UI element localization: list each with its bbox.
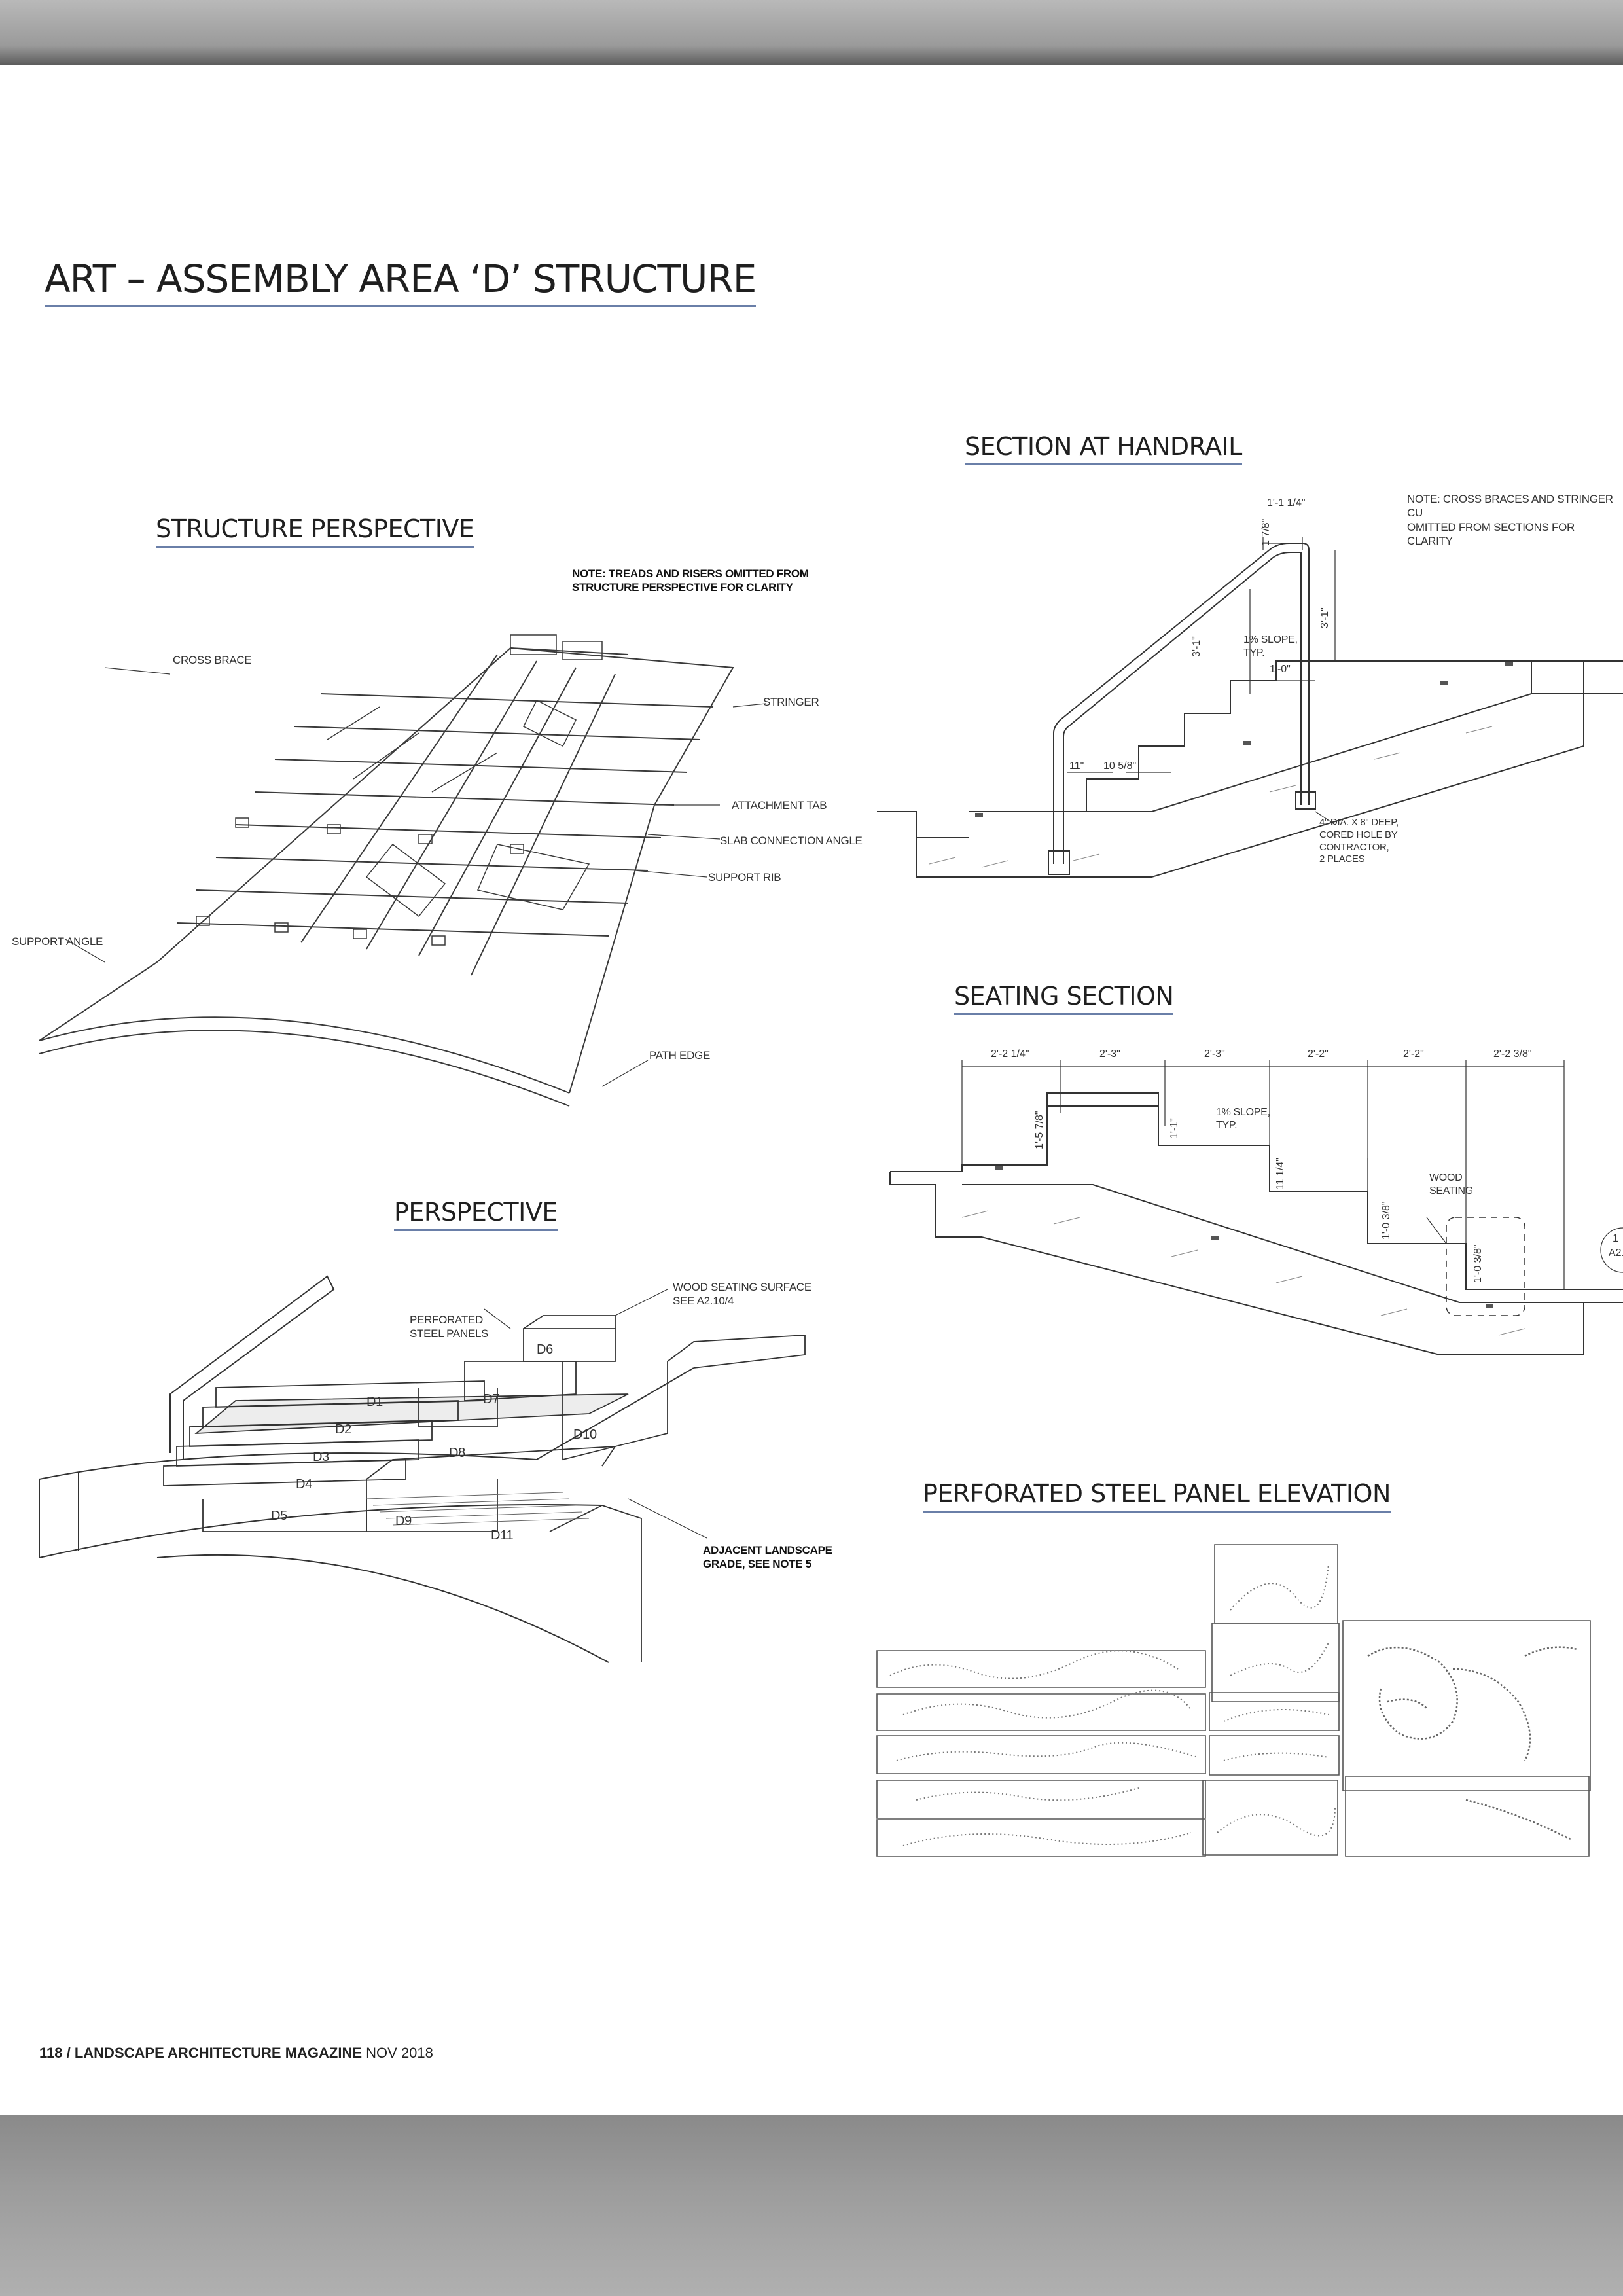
page-title: ART – ASSEMBLY AREA ‘D’ STRUCTURE — [45, 257, 757, 307]
label-perforated-panels: PERFORATED STEEL PANELS — [410, 1314, 489, 1340]
block-d7: D7 — [483, 1392, 499, 1407]
label-slab-connection-angle: SLAB CONNECTION ANGLE — [720, 834, 863, 847]
dim-top-2: 2'-3" — [1099, 1049, 1120, 1060]
dim-tread-10: 10 5/8" — [1103, 761, 1137, 772]
block-d2: D2 — [335, 1422, 351, 1437]
section-handrail-drawing — [877, 511, 1623, 903]
label-adjacent-landscape: ADJACENT LANDSCAPE GRADE, SEE NOTE 5 — [703, 1544, 832, 1571]
dim-rise-2: 1'-1" — [1169, 1118, 1180, 1139]
block-d6: D6 — [537, 1342, 553, 1357]
panel-elevation-drawing — [877, 1538, 1597, 1865]
dim-rail-height-left: 3'-1" — [1191, 636, 1202, 657]
footer-issue: NOV 2018 — [366, 2045, 433, 2061]
footer-separator: / — [62, 2045, 75, 2061]
dim-rail-drop: 1 7/8" — [1260, 518, 1272, 546]
structure-perspective-heading: STRUCTURE PERSPECTIVE — [156, 514, 474, 548]
block-d1: D1 — [366, 1395, 383, 1409]
label-stringer: STRINGER — [763, 696, 819, 708]
seating-slope-note: 1% SLOPE, TYP. — [1216, 1107, 1270, 1131]
callout-edge-1: 1 — [1613, 1233, 1618, 1244]
scan-bottom-edge — [0, 2115, 1623, 2296]
dim-top-5: 2'-2" — [1403, 1049, 1424, 1060]
dim-rail-height-right: 3'-1" — [1319, 607, 1330, 628]
dim-rise-3: 11 1/4" — [1275, 1158, 1286, 1190]
seating-section-heading: SEATING SECTION — [954, 982, 1174, 1015]
structure-perspective-drawing — [0, 609, 851, 1106]
scan-top-edge — [0, 0, 1623, 65]
footer-magazine: LANDSCAPE ARCHITECTURE MAGAZINE — [74, 2045, 363, 2061]
label-path-edge: PATH EDGE — [649, 1049, 711, 1062]
dim-tread-depth: 1'-0" — [1270, 664, 1291, 675]
dim-top-3: 2'-3" — [1204, 1049, 1225, 1060]
block-d4: D4 — [296, 1477, 312, 1492]
label-support-angle: SUPPORT ANGLE — [12, 935, 103, 948]
block-d3: D3 — [313, 1450, 329, 1464]
perspective-heading: PERSPECTIVE — [394, 1198, 558, 1231]
block-d11: D11 — [491, 1528, 514, 1543]
block-d9: D9 — [395, 1514, 412, 1528]
block-d8: D8 — [449, 1446, 465, 1460]
dim-tread-11: 11" — [1069, 761, 1084, 772]
dim-rise-1: 1'-5 7/8" — [1034, 1111, 1045, 1149]
section-handrail-note: NOTE: CROSS BRACES AND STRINGER CU OMITT… — [1407, 493, 1613, 547]
dim-rise-4: 1'-0 3/8" — [1381, 1201, 1392, 1240]
label-wood-seating: WOOD SEATING — [1429, 1172, 1473, 1196]
block-d5: D5 — [271, 1509, 287, 1523]
dim-top-4: 2'-2" — [1308, 1049, 1329, 1060]
dim-top-1: 2'-2 1/4" — [991, 1049, 1029, 1060]
dim-top-6: 2'-2 3/8" — [1493, 1049, 1532, 1060]
dim-rise-5: 1'-0 3/8" — [1472, 1244, 1484, 1283]
label-wood-seating-surface: WOOD SEATING SURFACE SEE A2.10/4 — [673, 1281, 812, 1308]
perspective-drawing — [39, 1263, 812, 1669]
structure-note: NOTE: TREADS AND RISERS OMITTED FROM STR… — [572, 567, 809, 594]
section-handrail-heading: SECTION AT HANDRAIL — [965, 432, 1242, 465]
footer-page-number: 118 — [39, 2045, 63, 2061]
block-d10: D10 — [573, 1427, 597, 1442]
label-cross-brace: CROSS BRACE — [173, 654, 252, 666]
dim-top-width: 1'-1 1/4" — [1267, 497, 1306, 509]
panel-elevation-heading: PERFORATED STEEL PANEL ELEVATION — [923, 1479, 1391, 1513]
core-hole-note: 4" DIA. x 8" DEEP, CORED HOLE BY CONTRAC… — [1319, 817, 1399, 865]
callout-edge-2: A2. — [1609, 1247, 1623, 1259]
label-attachment-tab: ATTACHMENT TAB — [732, 799, 827, 812]
handrail-slope-note: 1% SLOPE, TYP. — [1243, 634, 1298, 658]
label-support-rib: SUPPORT RIB — [708, 871, 781, 884]
page-footer: 118 / LANDSCAPE ARCHITECTURE MAGAZINE NO… — [39, 2045, 433, 2062]
seating-section-drawing — [883, 1060, 1623, 1368]
